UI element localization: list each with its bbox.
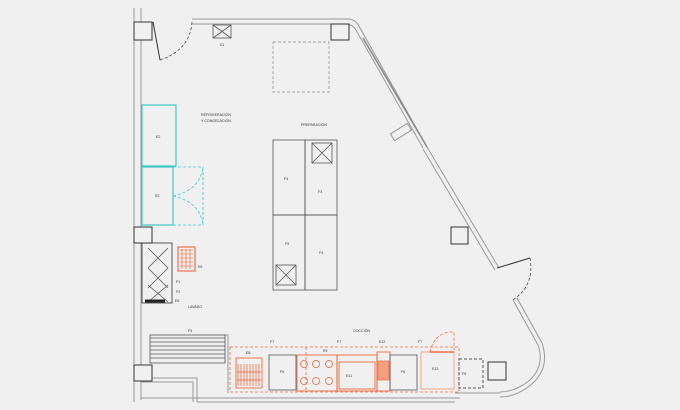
equipment-e1[interactable]: E1 xyxy=(212,24,232,47)
label-e2: E2 xyxy=(156,135,160,139)
label-f3-prep: F3 xyxy=(318,190,322,194)
dashed-area xyxy=(272,41,330,93)
cooking-line: F7 F7 F7 xyxy=(229,340,460,393)
label-f1: F1 xyxy=(176,280,180,284)
label-f2: F2 xyxy=(176,290,180,294)
label-e5: E5 xyxy=(198,265,202,269)
equipment-e13[interactable]: E13 xyxy=(420,331,455,390)
equipment-e12[interactable]: E12 xyxy=(376,340,391,392)
label-f4-b: F4 xyxy=(319,251,323,255)
label-f9: F9 xyxy=(462,372,466,376)
equipment-e3[interactable]: E3 xyxy=(141,166,204,226)
equipment-f6-a[interactable]: F6 xyxy=(268,354,297,391)
structural-columns xyxy=(133,21,507,382)
equipment-f9[interactable]: F9 xyxy=(458,358,484,389)
label-e12: E12 xyxy=(379,340,385,344)
label-e13: E13 xyxy=(432,367,438,371)
equipment-f3-wash[interactable]: F3 xyxy=(149,329,226,364)
label-f6-a: F6 xyxy=(280,370,284,374)
label-f6-b: F6 xyxy=(401,370,405,374)
equipment-f6-b[interactable]: F6 xyxy=(389,354,418,391)
prep-tables[interactable]: F4 F3 F5 F4 xyxy=(272,139,338,291)
label-f5: F5 xyxy=(285,242,289,246)
refrigeration-zone: REFRIGERACIÓN Y CONGELACIÓN xyxy=(201,112,231,123)
entrance-door[interactable] xyxy=(152,21,193,61)
label-e11: E11 xyxy=(346,374,352,378)
label-f4-a: F4 xyxy=(284,177,288,181)
washing-sinks[interactable] xyxy=(141,242,173,304)
label-e1: E1 xyxy=(220,43,224,47)
label-f7-a: F7 xyxy=(270,340,274,344)
equipment-e8[interactable]: E8 xyxy=(235,351,263,389)
zone-label-freezing: Y CONGELACIÓN xyxy=(201,118,231,123)
service-door[interactable] xyxy=(496,257,532,301)
walls xyxy=(133,8,545,403)
zone-label-washing: LAVADO xyxy=(188,305,202,309)
equipment-e9[interactable]: E9 xyxy=(296,349,338,392)
label-e3: E3 xyxy=(155,194,159,198)
equipment-e11[interactable]: E11 xyxy=(336,354,378,392)
label-e6: E6 xyxy=(175,299,179,303)
label-f7-c: F7 xyxy=(418,340,422,344)
equipment-e5[interactable]: E5 xyxy=(177,246,202,272)
equipment-e2[interactable]: E2 xyxy=(141,104,177,167)
label-e9: E9 xyxy=(323,349,327,353)
label-f7-b: F7 xyxy=(337,340,341,344)
label-e8: E8 xyxy=(246,351,250,355)
zone-label-preparation: PREPARACIÓN xyxy=(301,122,327,127)
zone-label-cooking: COCCIÓN xyxy=(353,328,370,333)
label-f3-wash: F3 xyxy=(188,329,192,333)
zone-label-refrigeration: REFRIGERACIÓN xyxy=(201,112,231,117)
